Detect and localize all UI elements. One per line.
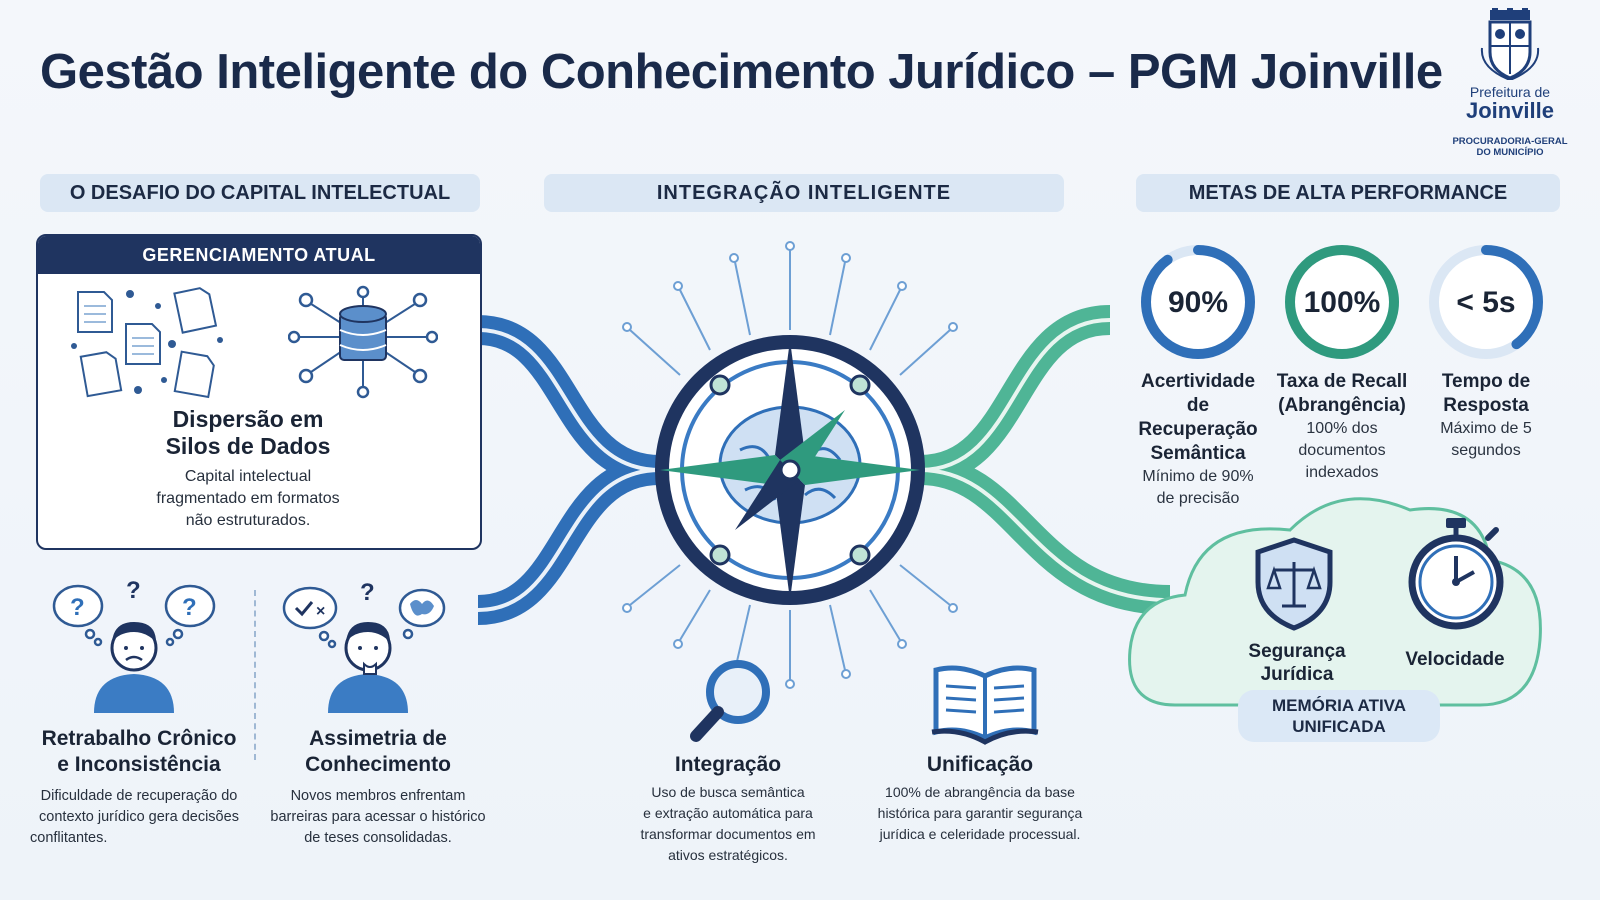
problem-desc-line3: conflitantes. — [30, 830, 108, 846]
metric-recall: 100% Taxa de Recall (Abrangência) 100% d… — [1272, 240, 1412, 484]
prefeitura-logo: Prefeitura de Joinville PROCURADORIA-GER… — [1440, 8, 1580, 168]
gauge-ring-100: 100% — [1285, 245, 1399, 359]
panel-title-line1: Dispersão em — [172, 406, 324, 432]
gauge-ring-5s: < 5s — [1429, 245, 1543, 359]
gerenciamento-panel: GERENCIAMENTO ATUAL Dispersão — [36, 234, 482, 550]
center-item-desc-line1: Uso de busca semântica — [651, 784, 805, 800]
confused-person-icon: ??? — [52, 578, 216, 713]
memoria-ativa-badge: MEMÓRIA ATIVA UNIFICADA — [1238, 690, 1440, 742]
metric-tempo: < 5s Tempo de Resposta Máximo de 5 segun… — [1416, 240, 1556, 462]
center-item-title: Unificação — [926, 753, 1034, 776]
section-header-desafio: O DESAFIO DO CAPITAL INTELECTUAL — [40, 174, 480, 212]
problem-divider — [254, 590, 256, 760]
problem-title-line1: Assimetria de — [309, 727, 447, 750]
center-item-desc-line4: ativos estratégicos. — [668, 847, 788, 863]
badge-line2: UNIFICADA — [1292, 717, 1386, 736]
center-item-integracao: Integração Uso de busca semântica e extr… — [612, 752, 844, 866]
logo-line1: Prefeitura de — [1469, 84, 1551, 100]
center-item-desc-line3: jurídica e celeridade processual. — [879, 826, 1081, 842]
cloud-item-velocidade: Velocidade — [1390, 648, 1520, 671]
logo-line3: PROCURADORIA-GERAL — [1452, 136, 1568, 147]
magnifier-icon — [690, 660, 770, 742]
metric-label-line3: Semântica — [1150, 443, 1246, 464]
problem-title-line1: Retrabalho Crônico — [41, 727, 237, 750]
center-item-desc-line3: transformar documentos em — [640, 826, 816, 842]
thinking-person-icon: × ? — [282, 579, 446, 713]
problem-title-line2: Conhecimento — [305, 753, 451, 776]
cloud-item2: Velocidade — [1405, 649, 1505, 670]
logo-line2: Joinville — [1465, 98, 1555, 123]
section-header-metas: METAS DE ALTA PERFORMANCE — [1136, 174, 1560, 212]
panel-desc-line3: não estruturados. — [185, 512, 311, 529]
scattered-documents-icon — [71, 287, 223, 399]
center-item-title: Integração — [674, 753, 782, 776]
left-flow-bands — [477, 315, 661, 625]
problem-desc-line1: Novos membros enfrentam — [290, 788, 466, 804]
problem-retrabalho: Retrabalho Crônico e Inconsistência Difi… — [30, 726, 248, 849]
panel-header: GERENCIAMENTO ATUAL — [38, 236, 480, 274]
metric-label-line1: Tempo de — [1441, 371, 1531, 392]
panel-desc-line1: Capital intelectual — [184, 468, 312, 485]
metric-sub-line2: segundos — [1451, 442, 1521, 459]
right-flow-bands — [919, 305, 1171, 615]
problem-desc-line1: Dificuldade de recuperação do — [40, 788, 238, 804]
metric-sub-line1: Máximo de 5 — [1440, 420, 1532, 437]
problem-desc-line2: contexto jurídico gera decisões — [39, 809, 239, 825]
center-item-desc-line2: histórica para garantir segurança — [877, 805, 1083, 821]
center-item-desc-line2: e extração automática para — [643, 805, 813, 821]
svg-text:?: ? — [70, 594, 85, 621]
shield-scales-icon — [1255, 537, 1333, 631]
page-title: Gestão Inteligente do Conhecimento Juríd… — [40, 45, 1443, 99]
compass-brain-emblem — [655, 335, 925, 605]
metrics-group: 90% Acertividade de Recuperação Semântic… — [1128, 240, 1568, 507]
metric-sub-line1: Mínimo de 90% — [1142, 468, 1254, 485]
panel-title-line2: Silos de Dados — [165, 433, 331, 459]
metric-value: 100% — [1304, 286, 1381, 319]
metric-label-line2: Resposta — [1443, 395, 1529, 416]
metric-sub-line1: 100% dos — [1306, 420, 1378, 437]
cloud-item-seguranca: Segurança Jurídica — [1232, 640, 1362, 686]
badge-line1: MEMÓRIA ATIVA — [1271, 696, 1407, 715]
metric-label-line2: Recuperação — [1138, 419, 1258, 440]
metric-value: < 5s — [1456, 286, 1515, 319]
problem-assimetria: Assimetria de Conhecimento Novos membros… — [264, 726, 492, 849]
open-book-icon — [931, 665, 1039, 745]
stopwatch-icon — [1408, 518, 1504, 630]
section-header-integracao: INTEGRAÇÃO INTELIGENTE — [544, 174, 1064, 212]
metric-label-line1: Acertividade de — [1140, 371, 1256, 416]
panel-desc-line2: fragmentado em formatos — [156, 490, 340, 507]
gauge-ring-90: 90% — [1141, 245, 1255, 359]
database-network-icon — [288, 285, 438, 399]
svg-text:×: × — [316, 603, 325, 620]
logo-line4: DO MUNICÍPIO — [1476, 147, 1544, 158]
metric-label-line1: Taxa de Recall — [1276, 371, 1408, 392]
problem-desc-line3: de teses consolidadas. — [304, 830, 452, 846]
svg-text:?: ? — [182, 594, 197, 621]
cloud-item1-line1: Segurança — [1248, 641, 1346, 662]
metric-acertividade: 90% Acertividade de Recuperação Semântic… — [1128, 240, 1268, 510]
cloud-item1-line2: Jurídica — [1260, 664, 1334, 685]
metric-value: 90% — [1168, 286, 1228, 319]
center-item-unificacao: Unificação 100% de abrangência da base h… — [860, 752, 1100, 845]
problem-title-line2: e Inconsistência — [57, 753, 221, 776]
center-item-desc-line1: 100% de abrangência da base — [885, 784, 1075, 800]
svg-text:?: ? — [360, 579, 375, 606]
metric-sub-line3: indexados — [1305, 464, 1379, 481]
svg-text:?: ? — [126, 578, 141, 604]
metric-sub-line2: de precisão — [1156, 490, 1240, 507]
metric-sub-line2: documentos — [1298, 442, 1386, 459]
metric-label-line2: (Abrangência) — [1278, 395, 1406, 416]
problem-desc-line2: barreiras para acessar o histórico — [270, 809, 486, 825]
